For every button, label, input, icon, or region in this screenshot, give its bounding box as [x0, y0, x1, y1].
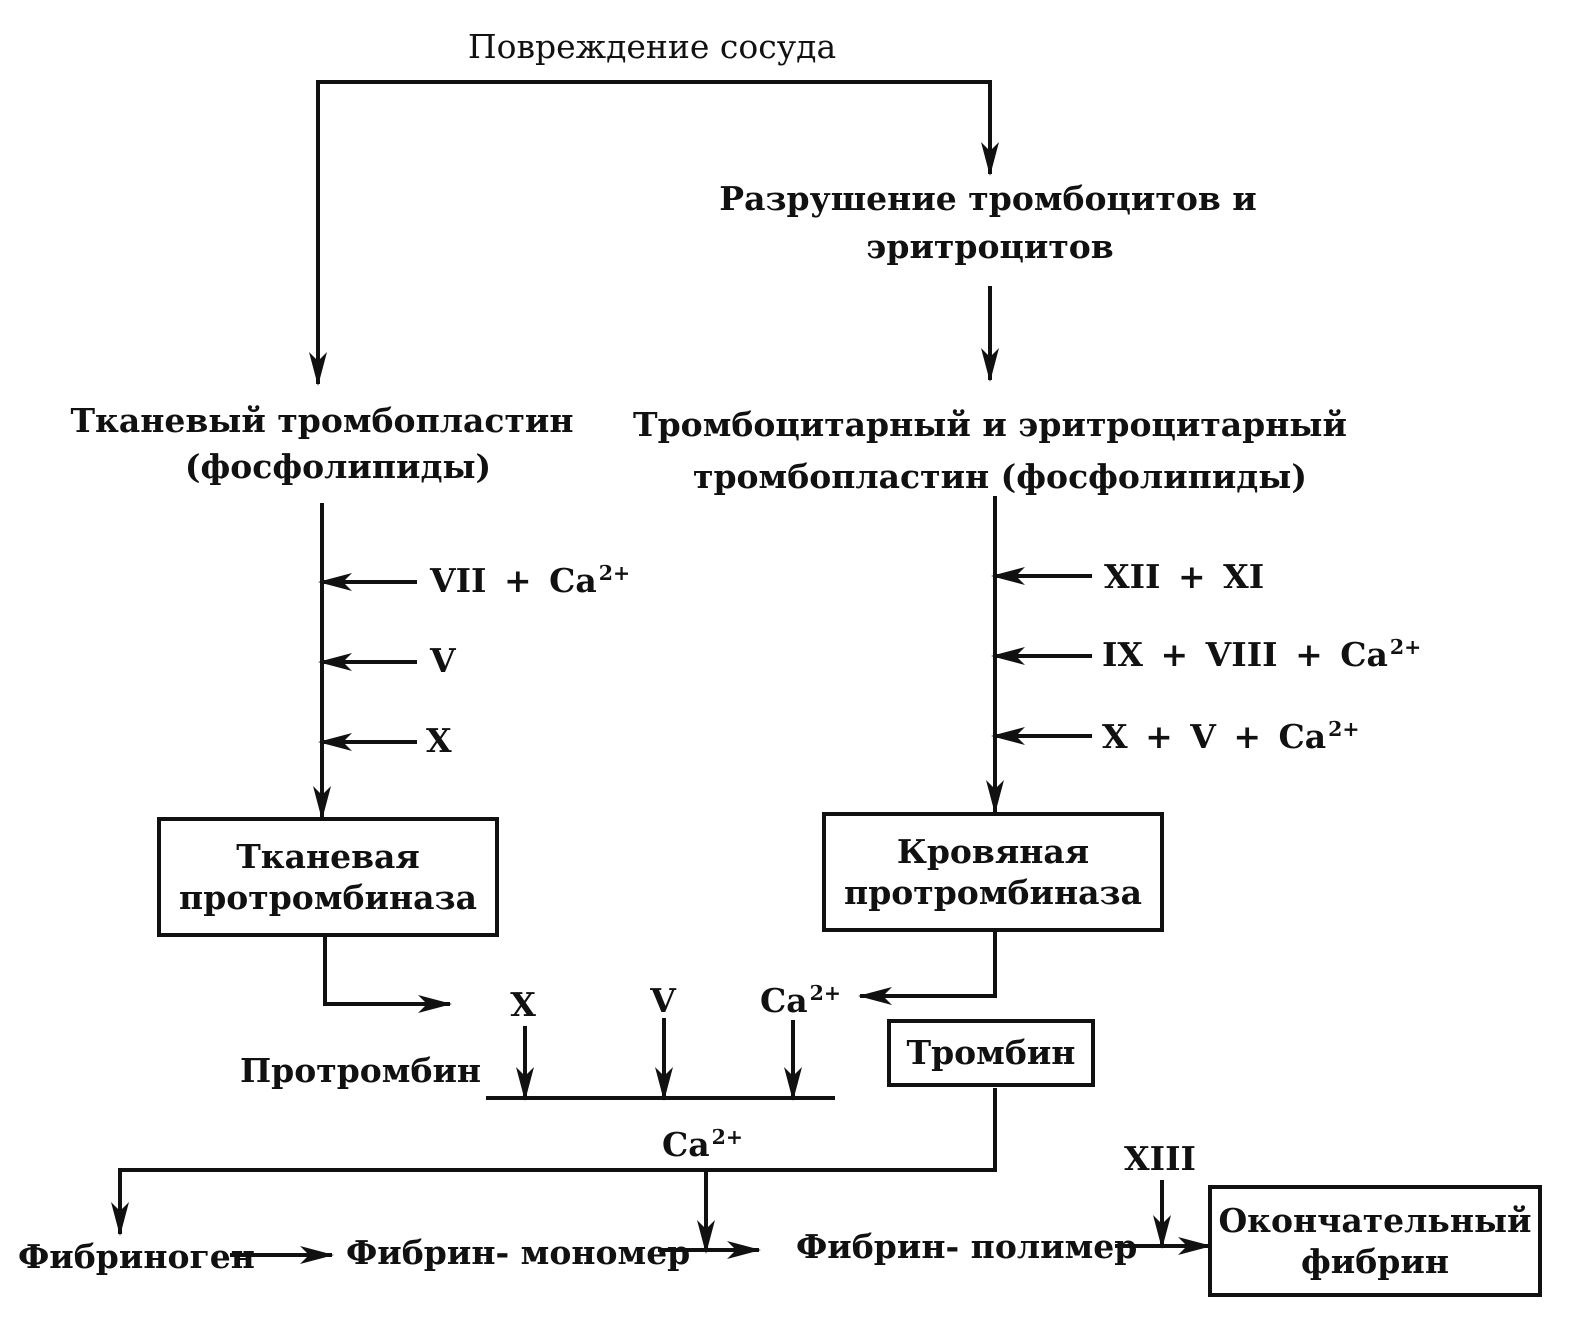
factor-superscript: 2+: [711, 1125, 744, 1149]
thrombin-ca-label: Ca2+: [662, 1124, 743, 1165]
destruction-label-line2: эритроцитов: [866, 227, 1114, 266]
factor-x-v-ca-label: X + V + Ca2+: [1102, 716, 1359, 757]
prothrombin-factor-ca: Ca2+: [760, 980, 841, 1021]
factor-text: V: [430, 641, 456, 680]
tissue-thromboplastin-line1: Тканевый тромбопластин: [70, 401, 574, 440]
factor-vii-ca-label: VII + Ca2+: [430, 560, 630, 601]
factor-xiii-label: XIII: [1124, 1139, 1196, 1178]
final-fibrin-box: Окончательный фибрин: [1208, 1185, 1542, 1297]
factor-superscript: 2+: [809, 981, 842, 1005]
blood-thromboplastin-line2: тромбопластин (фосфолипиды): [693, 457, 1307, 496]
box-line2: протромбиназа: [844, 873, 1142, 912]
factor-ix-viii-ca-label: IX + VIII + Ca2+: [1102, 634, 1421, 675]
prothrombin-factor-x: X: [510, 985, 536, 1024]
vessel-damage-label: Повреждение сосуда: [467, 27, 837, 66]
factor-x-label: X: [426, 720, 452, 761]
fibrinogen-label: Фибриноген: [18, 1237, 255, 1276]
factor-xii-xi-label: XII + XI: [1104, 556, 1264, 597]
factor-superscript: 2+: [1389, 635, 1422, 659]
fibrin-polymer-label: Фибрин- полимер: [796, 1227, 1138, 1266]
tissue-prothrombinase-box: Тканевая протромбиназа: [157, 817, 499, 937]
prothrombin-factor-v: V: [650, 981, 676, 1020]
blood-thromboplastin-line1: Тромбоцитарный и эритроцитарный: [633, 405, 1347, 444]
factor-text: VII + Ca: [430, 561, 597, 600]
thrombin-line: [118, 1088, 997, 1172]
factor-superscript: 2+: [598, 561, 631, 585]
factor-text: X: [426, 721, 452, 760]
box-line1: Окончательный: [1218, 1200, 1532, 1240]
arrow-blood-to-prothrombin: [858, 930, 997, 1005]
box-line1: Тканевая: [236, 836, 420, 876]
destruction-label-line1: Разрушение тромбоцитов и: [719, 179, 1257, 218]
fibrin-monomer-label: Фибрин- мономер: [346, 1233, 691, 1272]
prothrombin-label: Протромбин: [240, 1051, 482, 1090]
factor-v-label: V: [430, 640, 456, 681]
factor-text: XII + XI: [1104, 557, 1265, 596]
box-line2: протромбиназа: [179, 878, 477, 917]
factor-text: Ca: [760, 981, 808, 1020]
factor-text: Ca: [662, 1125, 710, 1164]
box-line2: фибрин: [1301, 1242, 1449, 1281]
box-line1: Кровяная: [896, 831, 1090, 871]
factor-text: IX + VIII + Ca: [1102, 635, 1388, 674]
factor-text: X + V + Ca: [1102, 717, 1327, 756]
thrombin-box: Тромбин: [887, 1019, 1095, 1087]
thrombin-label: Тромбин: [906, 1033, 1076, 1073]
blood-prothrombinase-box: Кровяная протромбиназа: [822, 812, 1164, 932]
tissue-thromboplastin-line2: (фосфолипиды): [184, 447, 492, 486]
arrow-tissue-to-prothrombin: [323, 934, 452, 1013]
factor-superscript: 2+: [1328, 717, 1360, 741]
